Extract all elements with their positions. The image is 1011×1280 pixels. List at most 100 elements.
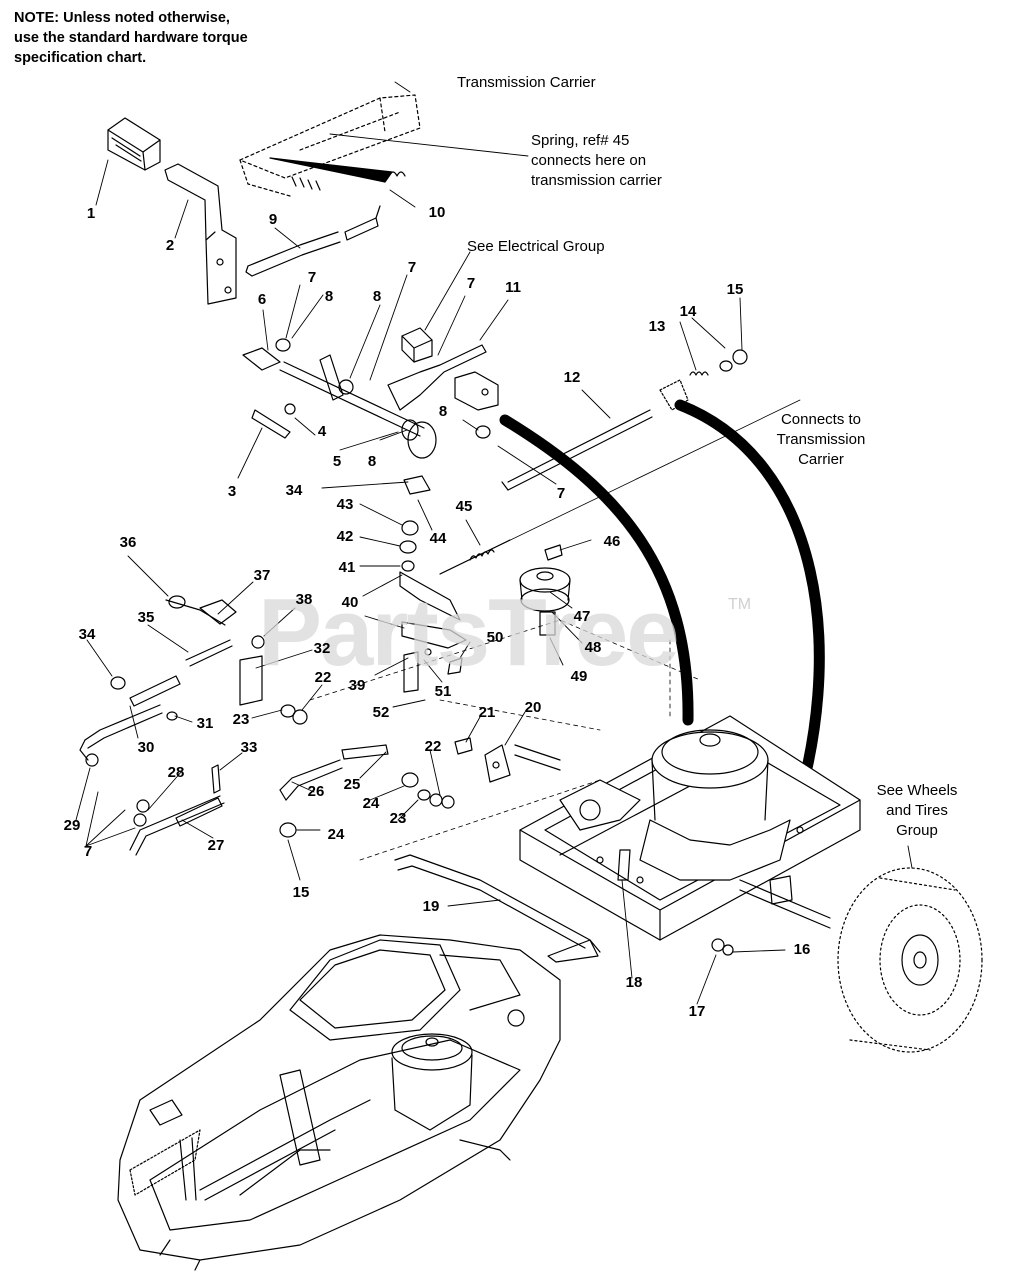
part-number: 38 <box>295 591 313 608</box>
callout-spring-ref: Spring, ref# 45 connects here on transmi… <box>531 131 662 191</box>
rod-9-drawing <box>245 205 381 277</box>
part-number: 22 <box>314 669 332 686</box>
part-number: 34 <box>285 482 303 499</box>
callout-see-electrical: See Electrical Group <box>467 238 605 255</box>
rod-25-26-drawing <box>279 744 389 838</box>
part-number: 20 <box>524 699 542 716</box>
connects-line-2: Transmission <box>776 431 866 448</box>
bracket-parts-drawing <box>399 475 467 693</box>
part-number: 1 <box>86 205 96 222</box>
part-number: 41 <box>338 559 356 576</box>
part-number: 13 <box>648 318 666 335</box>
washers-22-23-drawing <box>280 704 455 809</box>
part-number: 15 <box>292 884 310 901</box>
part-number: 11 <box>505 279 521 296</box>
part-number: 10 <box>428 204 446 221</box>
note-line-1: NOTE: Unless noted otherwise, <box>14 10 230 26</box>
part-number: 12 <box>563 369 581 386</box>
pedal-1-drawing <box>107 117 161 171</box>
part-number: 23 <box>232 711 250 728</box>
rod-27-drawing <box>85 753 225 856</box>
part-number: 9 <box>268 211 278 228</box>
key-3-drawing <box>251 409 291 439</box>
part-number: 23 <box>389 810 407 827</box>
part-number: 42 <box>336 528 354 545</box>
cross-shaft-drawing <box>242 347 437 459</box>
part-number: 47 <box>573 608 591 625</box>
part-number: 17 <box>688 1003 706 1020</box>
belt-left <box>499 414 694 726</box>
part-number: 7 <box>307 269 317 286</box>
belt-right <box>674 399 825 836</box>
part-number: 34 <box>78 626 96 643</box>
part-number: 28 <box>167 764 185 781</box>
part-number: 26 <box>307 783 325 800</box>
part-number: 7 <box>466 275 476 292</box>
part-number: 15 <box>726 281 744 298</box>
part-number: 51 <box>434 683 452 700</box>
part-number: 8 <box>438 403 448 420</box>
mower-assembly-drawing <box>117 934 561 1271</box>
part-number: 39 <box>348 677 366 694</box>
part-number: 24 <box>327 826 345 843</box>
lever-11-drawing <box>387 344 499 411</box>
part-number: 18 <box>625 974 643 991</box>
switch-drawing <box>401 327 433 363</box>
watermark-trademark: TM <box>728 596 752 613</box>
part-number: 22 <box>424 738 442 755</box>
part-number: 7 <box>556 485 566 502</box>
wheels-line-1: See Wheels <box>876 782 958 799</box>
spring-45-drawing <box>439 399 801 575</box>
linkage-35-drawing <box>165 595 265 706</box>
part-number: 46 <box>603 533 621 550</box>
part-number: 35 <box>137 609 155 626</box>
spring-ref-line-2: connects here on <box>531 152 647 169</box>
part-number: 37 <box>253 567 271 584</box>
part-number: 52 <box>372 704 390 721</box>
part-number: 2 <box>165 237 175 254</box>
rod-19-drawing <box>394 854 601 963</box>
washers-drawing <box>275 338 748 439</box>
spring-10-drawing <box>269 157 406 191</box>
torque-note: NOTE: Unless noted otherwise, use the st… <box>14 8 314 68</box>
transaxle-drawing <box>559 729 831 956</box>
part-number: 33 <box>240 739 258 756</box>
rod-12-drawing <box>501 371 709 491</box>
part-number: 8 <box>324 288 334 305</box>
ghost-outlines <box>309 619 701 861</box>
part-number: 7 <box>407 259 417 276</box>
note-line-3: specification chart. <box>14 50 147 66</box>
part-number: 45 <box>455 498 473 515</box>
part-number: 48 <box>584 639 602 656</box>
part-number: 36 <box>119 534 137 551</box>
part-number: 32 <box>313 640 331 657</box>
note-line-2: use the standard hardware torque <box>14 30 248 46</box>
callout-transmission-carrier: Transmission Carrier <box>457 74 596 91</box>
wheel-drawing <box>837 867 983 1053</box>
part-number: 7 <box>83 843 93 860</box>
part-number: 25 <box>343 776 361 793</box>
part-number: 27 <box>207 837 225 854</box>
transmission-carrier-drawing <box>239 94 421 197</box>
connects-line-3: Carrier <box>798 451 844 468</box>
pedal-arm-2-drawing <box>164 163 237 305</box>
part-number: 6 <box>257 291 267 308</box>
part-number: 8 <box>372 288 382 305</box>
part-number: 29 <box>63 817 81 834</box>
part-number: 50 <box>486 629 504 646</box>
part-number: 19 <box>422 898 440 915</box>
part-number: 4 <box>317 423 327 440</box>
callout-connects-to: Connects to Transmission Carrier <box>766 410 876 470</box>
part-number: 31 <box>196 715 214 732</box>
spring-ref-line-1: Spring, ref# 45 <box>531 132 630 149</box>
part-number: 49 <box>570 668 588 685</box>
part-number: 5 <box>332 453 342 470</box>
wheels-line-2: and Tires <box>886 802 948 819</box>
part-number: 14 <box>679 303 697 320</box>
bracket-20-drawing <box>454 737 561 783</box>
callout-see-wheels: See Wheels and Tires Group <box>862 781 972 841</box>
part-number: 16 <box>793 941 811 958</box>
leader-lines <box>75 81 913 1005</box>
